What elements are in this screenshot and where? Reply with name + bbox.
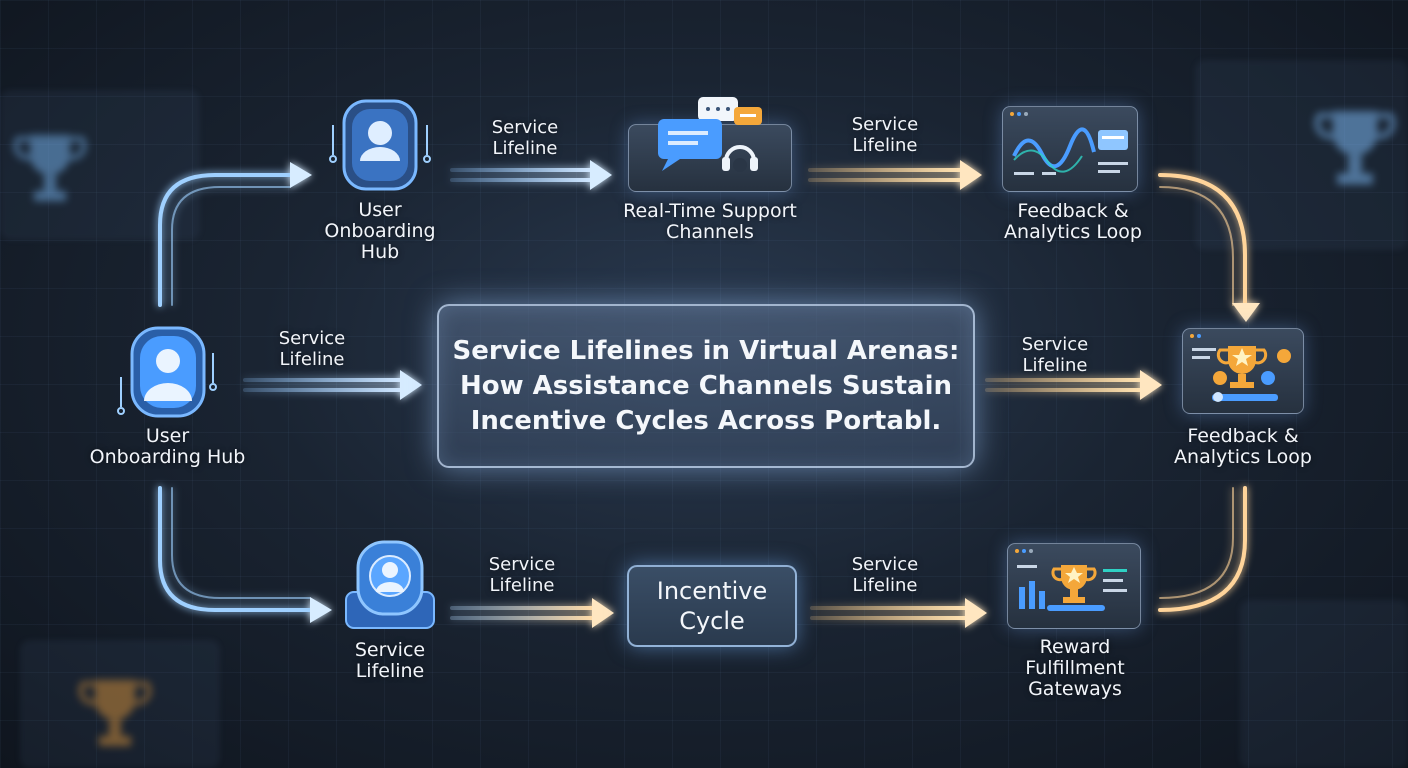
diagram-title: Service Lifelines in Virtual Arenas: How… [452,335,960,436]
feedback-analytics-top-label: Feedback & Analytics Loop [1004,200,1142,243]
line-bottom-1 [450,606,594,620]
curve-left-top [158,173,292,307]
arrowhead [310,597,332,623]
waveform-analytics-icon [1010,112,1128,175]
arrowhead [400,370,422,400]
curve-left-bottom [158,486,312,612]
connector-label-bottom-1: Service Lifeline [488,554,556,596]
connector-label-mid-left: Service Lifeline [278,328,346,370]
trophy-icon [1190,334,1291,402]
arrowhead [1232,303,1260,322]
feedback-analytics-right-label: Feedback & Analytics Loop [1174,425,1312,468]
support-channels-label: Real-Time Support Channels [623,200,797,243]
curve-right-bottom [1158,486,1247,612]
line-top-1 [450,168,592,182]
user-icon [345,540,435,629]
connector-label-top-1: Service Lifeline [491,117,559,159]
line-bottom-2 [810,606,967,620]
onboarding-hub-top-label: User Onboarding Hub [324,199,436,263]
background-panel-bottom-right [1240,600,1408,768]
line-mid-left [243,378,402,392]
arrowhead [592,598,614,628]
headset-chat-icon [658,97,762,172]
arrowhead [290,162,312,188]
arrowhead [590,160,612,190]
connector-label-top-2: Service Lifeline [851,114,919,156]
arrowhead [1140,370,1162,400]
connector-label-bottom-2: Service Lifeline [851,554,919,596]
arrowhead [965,598,987,628]
user-icon [329,99,431,191]
service-lifeline-bottom-node[interactable] [342,540,438,632]
line-mid-right [985,378,1142,392]
user-icon [117,326,217,418]
background-trophy-icon [1314,111,1396,185]
onboarding-hub-left-node[interactable] [110,325,225,420]
incentive-cycle-label: Incentive Cycle [656,577,768,635]
line-top-2 [808,168,962,182]
background-trophy-icon [78,680,152,746]
center-title-card: Service Lifelines in Virtual Arenas: How… [437,304,975,468]
reward-gateways-label: Reward Fulfillment Gateways [1025,636,1125,700]
arrowhead [960,160,982,190]
bar-chart-trophy-icon [1015,549,1127,611]
connector-label-mid-right: Service Lifeline [1021,334,1089,376]
service-lifeline-bottom-label: Service Lifeline [354,639,426,682]
incentive-cycle-node[interactable]: Incentive Cycle [627,565,797,647]
background-trophy-icon [13,135,87,201]
background-panel-right [1195,60,1408,250]
onboarding-hub-left-label: User Onboarding Hub [89,425,246,468]
onboarding-hub-top-node[interactable] [320,95,440,195]
curve-right-top [1158,173,1247,307]
